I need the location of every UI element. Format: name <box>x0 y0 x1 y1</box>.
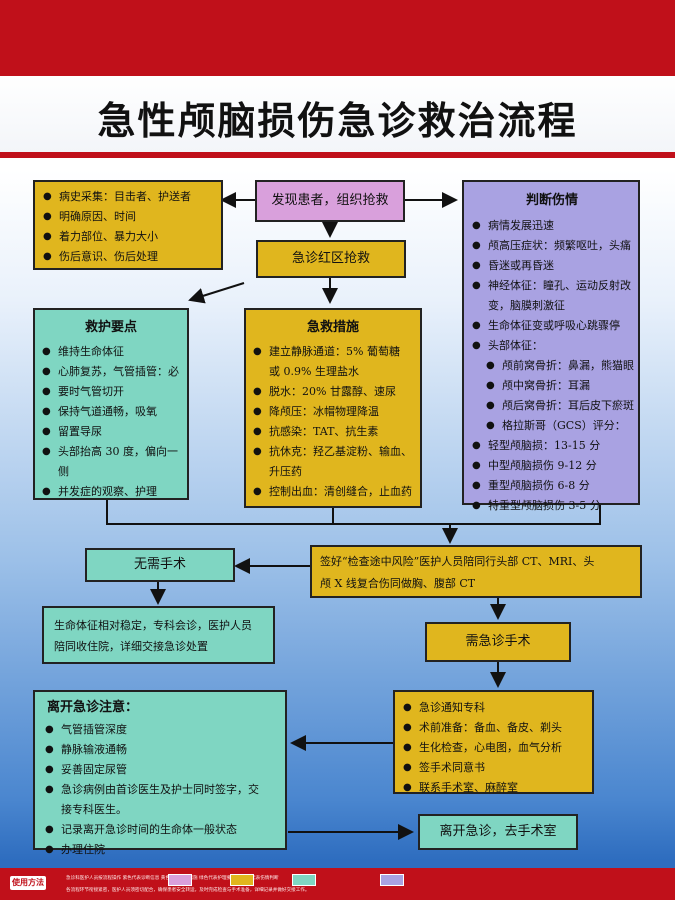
list-item: 神经体征：瞳孔、运动反射改 <box>470 276 634 296</box>
history-box: 病史采集：目击者、护送者明确原因、时间着力部位、暴力大小伤后意识、伤后处理 <box>33 180 223 270</box>
list-item: 联系手术室、麻醉室 <box>401 778 586 798</box>
legend-pink-swatch <box>168 874 192 886</box>
leave-to-or-box: 离开急诊，去手术室 <box>418 814 578 850</box>
top-banner <box>0 0 675 76</box>
stable-box: 生命体征相对稳定，专科会诊，医护人员 陪同收住院，详细交接急诊处置 <box>42 606 275 664</box>
list-item: 术前准备：备血、备皮、剃头 <box>401 718 586 738</box>
discover-label: 发现患者，组织抢救 <box>271 193 389 208</box>
list-item: 升压药 <box>269 465 302 478</box>
list-item: 颅后窝骨折：耳后皮下瘀斑 <box>470 396 634 416</box>
discover-box: 发现患者，组织抢救 <box>255 180 405 222</box>
list-item: 生命体征变或呼吸心跳骤停 <box>470 316 634 336</box>
list-item: 病情发展迅速 <box>470 216 634 236</box>
stable-line1: 生命体征相对稳定，专科会诊，医护人员 <box>54 619 252 632</box>
list-item: 并发症的观察、护理 <box>40 482 182 502</box>
measures-title: 急救措施 <box>306 320 359 335</box>
list-item: 急诊病例由首诊医生及护士同时签字，交 <box>43 780 277 800</box>
title-area <box>0 76 675 152</box>
list-item: 抗休克：羟乙基淀粉、输血、 <box>251 442 415 462</box>
list-item: 保持气道通畅，吸氧 <box>40 402 182 422</box>
sign-risk-box: 签好“检查途中风险”医护人员陪同行头部 CT、MRI、头 颅 X 线复合伤同做胸… <box>310 545 642 598</box>
list-item: 中型颅脑损伤 9-12 分 <box>470 456 634 476</box>
list-item: 轻型颅脑损：13-15 分 <box>470 436 634 456</box>
legend-lavender-swatch <box>380 874 404 886</box>
list-item: 脱水：20% 甘露醇、速尿 <box>251 382 415 402</box>
list-item: 明确原因、时间 <box>41 207 215 227</box>
sign-risk-line1: 签好“检查途中风险”医护人员陪同行头部 CT、MRI、头 <box>320 555 595 568</box>
need-surgery-label: 需急诊手术 <box>465 634 531 649</box>
list-item: 重型颅脑损伤 6-8 分 <box>470 476 634 496</box>
title-underline <box>0 152 675 158</box>
list-item: 伤后意识、伤后处理 <box>41 247 215 267</box>
list-item: 颅前窝骨折：鼻漏，熊猫眼 <box>470 356 634 376</box>
list-item: 记录离开急诊时间的生命体一般状态 <box>43 820 277 840</box>
list-item: 变，脑膜刺激征 <box>488 299 565 312</box>
legend-teal-swatch <box>292 874 316 886</box>
list-item: 控制出血：清创缝合，止血药 <box>251 482 415 502</box>
list-item: 格拉斯哥（GCS）评分： <box>470 416 634 436</box>
list-item: 建立静脉通道：5% 葡萄糖 <box>251 342 415 362</box>
sign-risk-line2: 颅 X 线复合伤同做胸、腹部 CT <box>320 577 476 590</box>
emergency-red-zone-label: 急诊红区抢救 <box>291 251 370 266</box>
legend-gold-swatch <box>230 874 254 886</box>
list-item: 昏迷或再昏迷 <box>470 256 634 276</box>
list-item: 急诊通知专科 <box>401 698 586 718</box>
no-surgery-label: 无需手术 <box>133 557 186 572</box>
list-item: 办理住院 <box>43 840 277 860</box>
list-item: 颅中窝骨折：耳漏 <box>470 376 634 396</box>
judge-box: 判断伤情 病情发展迅速颅高压症状：频繁呕吐，头痛昏迷或再昏迷神经体征：瞳孔、运动… <box>462 180 640 516</box>
list-item: 心肺复苏，气管插管：必 <box>40 362 182 382</box>
list-item: 抗感染：TAT、抗生素 <box>251 422 415 442</box>
list-item: 特重型颅脑损伤 3-5 分 <box>470 496 634 516</box>
leave-notes-title: 离开急诊注意： <box>47 700 139 715</box>
footer-bar <box>0 868 675 900</box>
footer-line2: 各流程环节衔接紧密，医护人员须密切配合，确保患者安全转运，及时完成检查与手术准备… <box>66 888 310 893</box>
page-title: 急性颅脑损伤急诊救治流程 <box>97 98 578 143</box>
surgery-prep-box: 急诊通知专科术前准备：备血、备皮、剃头生化检查，心电图，血气分析签手术同意书联系… <box>393 690 594 798</box>
list-item: 要时气管切开 <box>40 382 182 402</box>
judge-title: 判断伤情 <box>525 193 578 208</box>
list-item: 妥善固定尿管 <box>43 760 277 780</box>
list-item: 接专科医生。 <box>61 803 127 816</box>
list-item: 着力部位、暴力大小 <box>41 227 215 247</box>
list-item: 气管插管深度 <box>43 720 277 740</box>
leave-to-or-label: 离开急诊，去手术室 <box>439 824 557 839</box>
list-item: 头部抬高 30 度，偏向一侧 <box>40 442 182 482</box>
need-surgery-box: 需急诊手术 <box>425 622 571 662</box>
list-item: 颅高压症状：频繁呕吐，头痛 <box>470 236 634 256</box>
list-item: 降颅压：冰帽物理降温 <box>251 402 415 422</box>
stable-line2: 陪同收住院，详细交接急诊处置 <box>54 640 208 653</box>
leave-notes-box: 离开急诊注意： 气管插管深度静脉输液通畅妥善固定尿管急诊病例由首诊医生及护士同时… <box>33 690 287 860</box>
list-item: 留置导尿 <box>40 422 182 442</box>
usage-label: 使用方法 <box>10 876 46 890</box>
list-item: 病史采集：目击者、护送者 <box>41 187 215 207</box>
list-item: 生化检查，心电图，血气分析 <box>401 738 586 758</box>
list-item: 维持生命体征 <box>40 342 182 362</box>
emergency-red-zone-box: 急诊红区抢救 <box>256 240 406 278</box>
nursing-title: 救护要点 <box>84 320 137 335</box>
no-surgery-box: 无需手术 <box>85 548 235 582</box>
list-item: 或 0.9% 生理盐水 <box>269 365 359 378</box>
list-item: 签手术同意书 <box>401 758 586 778</box>
list-item: 静脉输液通畅 <box>43 740 277 760</box>
nursing-box: 救护要点 维持生命体征心肺复苏，气管插管：必要时气管切开保持气道通畅，吸氧留置导… <box>33 308 189 502</box>
list-item: 头部体征： <box>470 336 634 356</box>
